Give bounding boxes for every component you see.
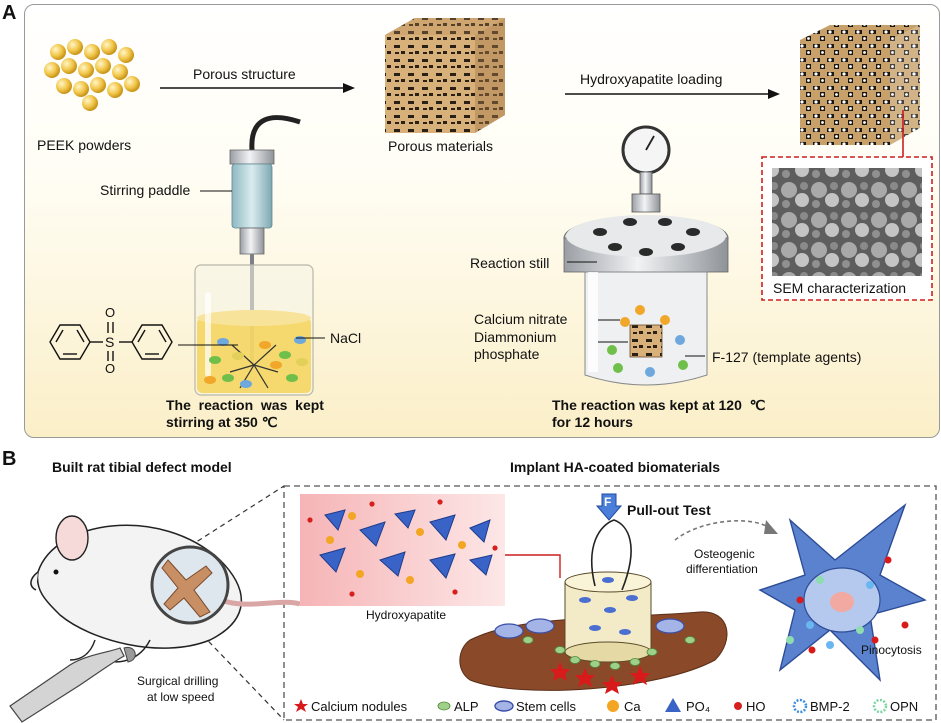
legend-po4: PO₄ — [686, 699, 711, 714]
panel-a-letter: A — [2, 2, 17, 24]
ha-loaded-cube-icon — [800, 25, 920, 157]
sem-label: SEM characterization — [773, 280, 907, 296]
legend-alp: ALP — [454, 699, 479, 714]
nacl-label: NaCl — [330, 330, 362, 346]
stem-cell-illustration — [758, 502, 927, 683]
pullout-test-label: Pull-out Test — [627, 502, 711, 518]
legend-calcium-nodules: Calcium nodules — [311, 699, 408, 714]
knee-magnifier-icon — [150, 545, 230, 625]
reaction2-line2: for 12 hours — [552, 414, 633, 430]
sulfone-o-bottom-label: O — [105, 361, 116, 376]
panel-b-title-right: Implant HA-coated biomaterials — [510, 459, 721, 475]
reaction1-line2: stirring at 350 ℃ — [166, 414, 278, 430]
stirring-paddle-label: Stirring paddle — [100, 182, 191, 198]
surgical-drill-icon — [9, 646, 136, 723]
pullout-f-symbol: F — [604, 495, 612, 509]
stirring-apparatus — [178, 115, 325, 396]
panel-b-title-left: Built rat tibial defect model — [52, 459, 232, 475]
diphenyl-sulfone-structure — [49, 322, 173, 361]
panel-b-letter: B — [2, 448, 17, 470]
legend-ho: HO — [746, 699, 766, 714]
surgical-line1: Surgical drilling — [137, 674, 219, 688]
bone-implant — [459, 493, 728, 694]
diammonium-label-2: phosphate — [474, 346, 540, 362]
reaction1-line1: The reaction was kept — [166, 397, 324, 413]
legend-opn: OPN — [890, 699, 919, 714]
osteogenic-line1: Osteogenic — [694, 547, 755, 561]
porous-structure-label: Porous structure — [193, 66, 296, 82]
osteogenic-line2: differentiation — [686, 562, 758, 576]
calcium-nitrate-label: Calcium nitrate — [474, 311, 568, 327]
legend-ca: Ca — [624, 699, 641, 714]
sulfone-o-top-label: O — [105, 305, 116, 320]
f127-label: F-127 (template agents) — [712, 349, 862, 365]
reaction-still-label: Reaction still — [470, 255, 550, 271]
peek-powders-label: PEEK powders — [37, 137, 132, 153]
porous-materials-label: Porous materials — [388, 138, 494, 154]
arrow-porous-structure — [160, 83, 355, 93]
pinocytosis-label: Pinocytosis — [861, 643, 922, 657]
sulfone-s-label: S — [105, 334, 115, 350]
legend-stem-cells: Stem cells — [516, 699, 576, 714]
sem-inset — [761, 156, 933, 301]
legend-symbols — [294, 698, 888, 714]
peek-powder-icon — [44, 39, 140, 111]
ha-loading-label: Hydroxyapatite loading — [580, 71, 723, 87]
reaction2-line1: The reaction was kept at 120 ℃ — [552, 397, 766, 413]
arrow-hydroxyapatite-loading — [565, 89, 780, 99]
surgical-line2: at low speed — [147, 690, 215, 704]
hydroxyapatite-inset — [300, 494, 561, 606]
hydroxyapatite-label: Hydroxyapatite — [366, 608, 447, 622]
porous-cube-icon — [385, 18, 505, 133]
legend-bmp2: BMP-2 — [810, 699, 850, 714]
reaction-still — [563, 125, 729, 386]
diammonium-label-1: Diammonium — [474, 329, 557, 345]
